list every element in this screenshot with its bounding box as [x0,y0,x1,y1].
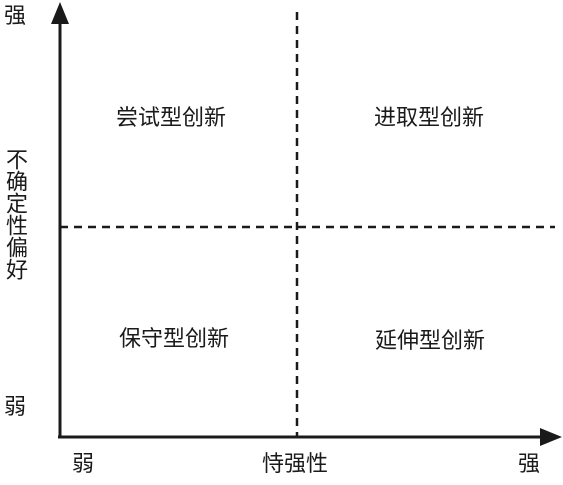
y-axis-title: 不确定性偏好 [2,148,27,280]
x-axis-high-label: 强 [518,452,541,477]
y-axis-high-label: 强 [4,4,27,29]
x-axis-title: 恃强性 [262,452,329,477]
x-axis-arrowhead [540,428,562,446]
quadrant-bottom-left-label: 保守型创新 [118,327,230,352]
x-axis-low-label: 弱 [72,452,95,477]
quadrant-top-left-label: 尝试型创新 [115,106,227,131]
y-axis-low-label: 弱 [4,395,27,420]
quadrant-bottom-right-label: 延伸型创新 [374,329,486,354]
quadrant-top-right-label: 进取型创新 [373,106,485,131]
y-axis-arrowhead [51,2,69,24]
